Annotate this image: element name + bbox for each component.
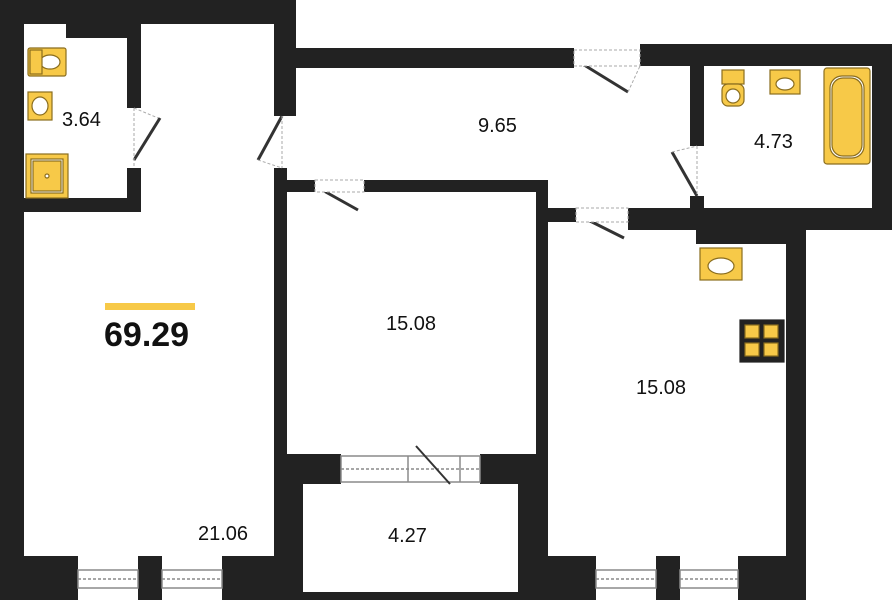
sink-icon (769, 69, 801, 95)
window-kitchen-right (679, 569, 739, 589)
fixtures (25, 47, 871, 363)
room-area-bathroom: 3.64 (62, 109, 101, 131)
toilet-icon (721, 69, 745, 107)
sink-icon (699, 247, 743, 281)
window-kitchen-left (595, 569, 657, 589)
door-living (256, 115, 284, 169)
room-area-living-room: 21.06 (198, 523, 249, 545)
window-living-left (77, 569, 139, 589)
window-living-right (161, 569, 223, 589)
window-balcony-door (340, 455, 481, 483)
room-area-bathroom-2: 4.73 (754, 131, 793, 153)
room-area-balcony: 4.27 (388, 525, 427, 547)
doors (132, 49, 699, 485)
total-area-bar (105, 303, 195, 310)
room-area-corridor: 9.65 (478, 115, 517, 137)
door-kitchen (575, 207, 629, 240)
door-bathroom (132, 107, 162, 168)
door-bedroom (314, 179, 365, 212)
total-area-label: 69.29 (104, 316, 190, 354)
sink-icon (27, 91, 53, 121)
room-area-bedroom: 15.08 (386, 313, 437, 335)
toilet-icon (27, 47, 67, 77)
door-entrance (573, 49, 641, 94)
stove-icon (739, 319, 785, 363)
door-balcony (415, 445, 451, 485)
room-area-kitchen: 15.08 (636, 377, 687, 399)
shower-tray-icon (25, 153, 69, 199)
door-bathroom-2 (670, 145, 699, 197)
windows (77, 455, 739, 589)
bathtub-icon (823, 67, 871, 165)
